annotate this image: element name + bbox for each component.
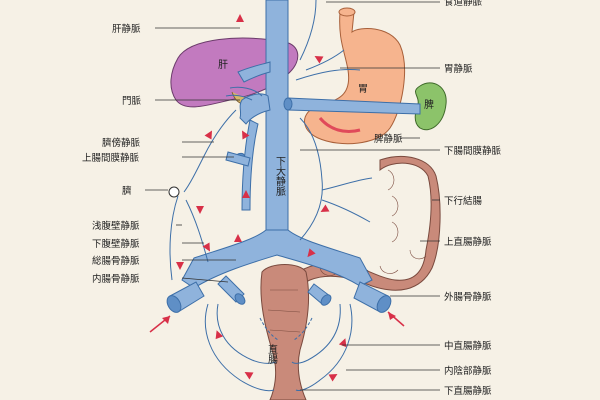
- label-splenic-vein: 脾静脈: [374, 133, 403, 145]
- label-inferior-rectal-vein: 下直腸静脈: [444, 385, 492, 397]
- label-spleen: 脾: [424, 98, 434, 111]
- label-external-iliac-vein: 外腸骨静脈: [444, 291, 492, 303]
- leader-lines: [145, 1, 440, 391]
- label-internal-iliac-vein: 内腸骨静脈: [92, 273, 140, 285]
- inferior-vena-cava: [265, 0, 289, 251]
- label-umbilicus: 臍: [122, 185, 132, 197]
- stomach-shape: [304, 11, 406, 145]
- umbilicus-shape: [168, 186, 180, 198]
- label-internal-pudendal-vein: 内陰部静脈: [444, 365, 492, 377]
- paraumbilical-vein: [183, 109, 237, 193]
- rectum-shape: [260, 264, 309, 400]
- label-superior-mesenteric-vein: 上腸間膜静脈: [82, 152, 140, 164]
- label-ivc: 下大静脈: [274, 156, 286, 197]
- label-superior-rectal-vein: 上直腸静脈: [444, 236, 492, 248]
- superior-mesenteric-vein: [241, 119, 259, 211]
- label-liver: 肝: [218, 59, 228, 71]
- label-gastric-vein: 胃静脈: [444, 63, 473, 75]
- label-common-iliac-vein: 総腸骨静脈: [92, 255, 140, 267]
- label-rectum: 直腸: [266, 343, 278, 365]
- label-descending-colon: 下行結腸: [444, 195, 483, 207]
- label-inferior-epigastric-vein: 下腹壁静脈: [92, 238, 140, 250]
- label-inferior-mesenteric-vein: 下腸間膜静脈: [444, 145, 502, 157]
- label-middle-rectal-vein: 中直腸静脈: [444, 340, 492, 352]
- label-portal-vein: 門脈: [122, 95, 142, 107]
- common-iliac-veins: [181, 229, 373, 289]
- label-esophageal-vein: 食道静脈: [444, 0, 483, 8]
- label-hepatic-vein: 肝静脈: [112, 23, 141, 35]
- label-paraumbilical-vein: 臍傍静脈: [102, 137, 141, 149]
- inferior-mesenteric-vein: [299, 117, 323, 241]
- portal-vein: [239, 93, 271, 125]
- spleen-shape: [414, 82, 447, 131]
- label-superficial-epigastric-vein: 浅腹壁静脈: [92, 220, 140, 232]
- label-stomach: 胃: [358, 83, 368, 95]
